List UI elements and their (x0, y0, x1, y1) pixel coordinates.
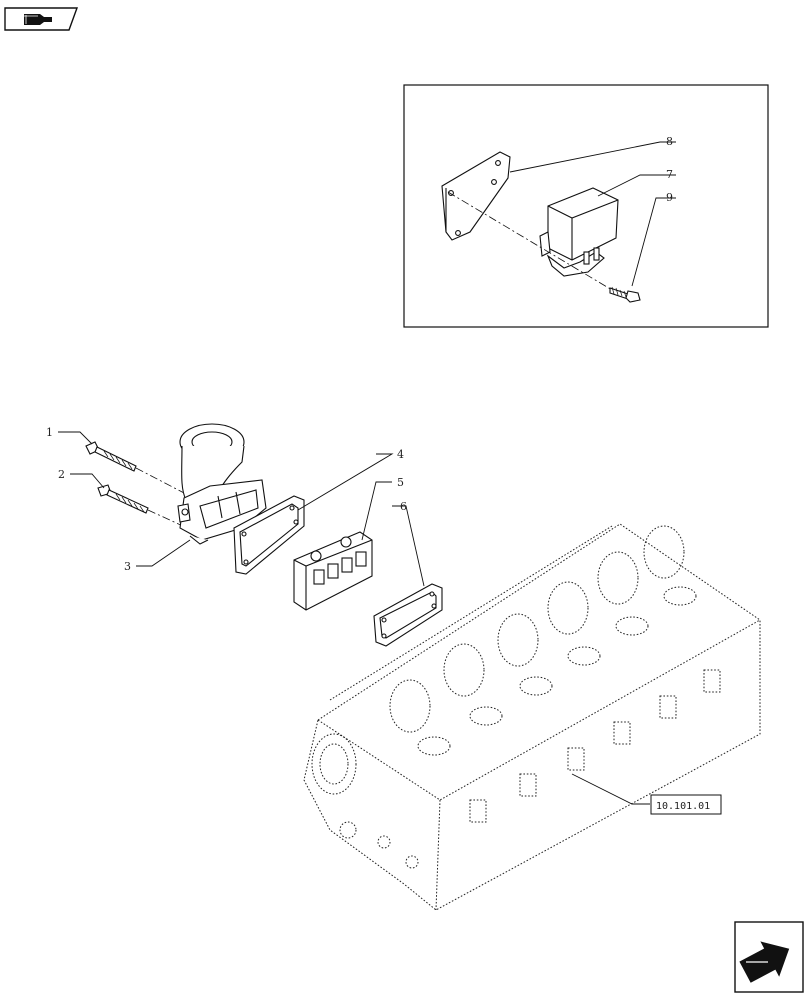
callout-5: 5 (397, 476, 404, 489)
relay-module (539, 187, 619, 277)
callout-7: 7 (666, 168, 673, 181)
callout-8: 8 (666, 135, 673, 148)
grid-heater (293, 531, 373, 611)
callout-6: 6 (400, 500, 407, 513)
gasket-large (233, 495, 305, 575)
callout-3: 3 (124, 560, 131, 573)
reference-label: 10.101.01 (656, 801, 710, 812)
bolt-long-1 (85, 441, 137, 472)
book-with-arrow-icon[interactable] (4, 7, 78, 31)
callout-1: 1 (46, 426, 53, 439)
main-leader-lines (58, 431, 650, 805)
detail-inset-frame (403, 84, 769, 328)
inset-leader-lines (509, 141, 676, 287)
cylinder-head (303, 523, 761, 911)
bolt-long-2 (97, 484, 149, 514)
reference-box[interactable]: 10.101.01 (650, 794, 722, 815)
bracket-plate (441, 151, 511, 241)
callout-2: 2 (58, 468, 65, 481)
gasket-small (373, 583, 443, 647)
callout-4: 4 (397, 448, 404, 461)
callout-9: 9 (666, 191, 673, 204)
next-page-arrow-icon[interactable] (734, 921, 804, 993)
bolt-short (609, 286, 641, 303)
